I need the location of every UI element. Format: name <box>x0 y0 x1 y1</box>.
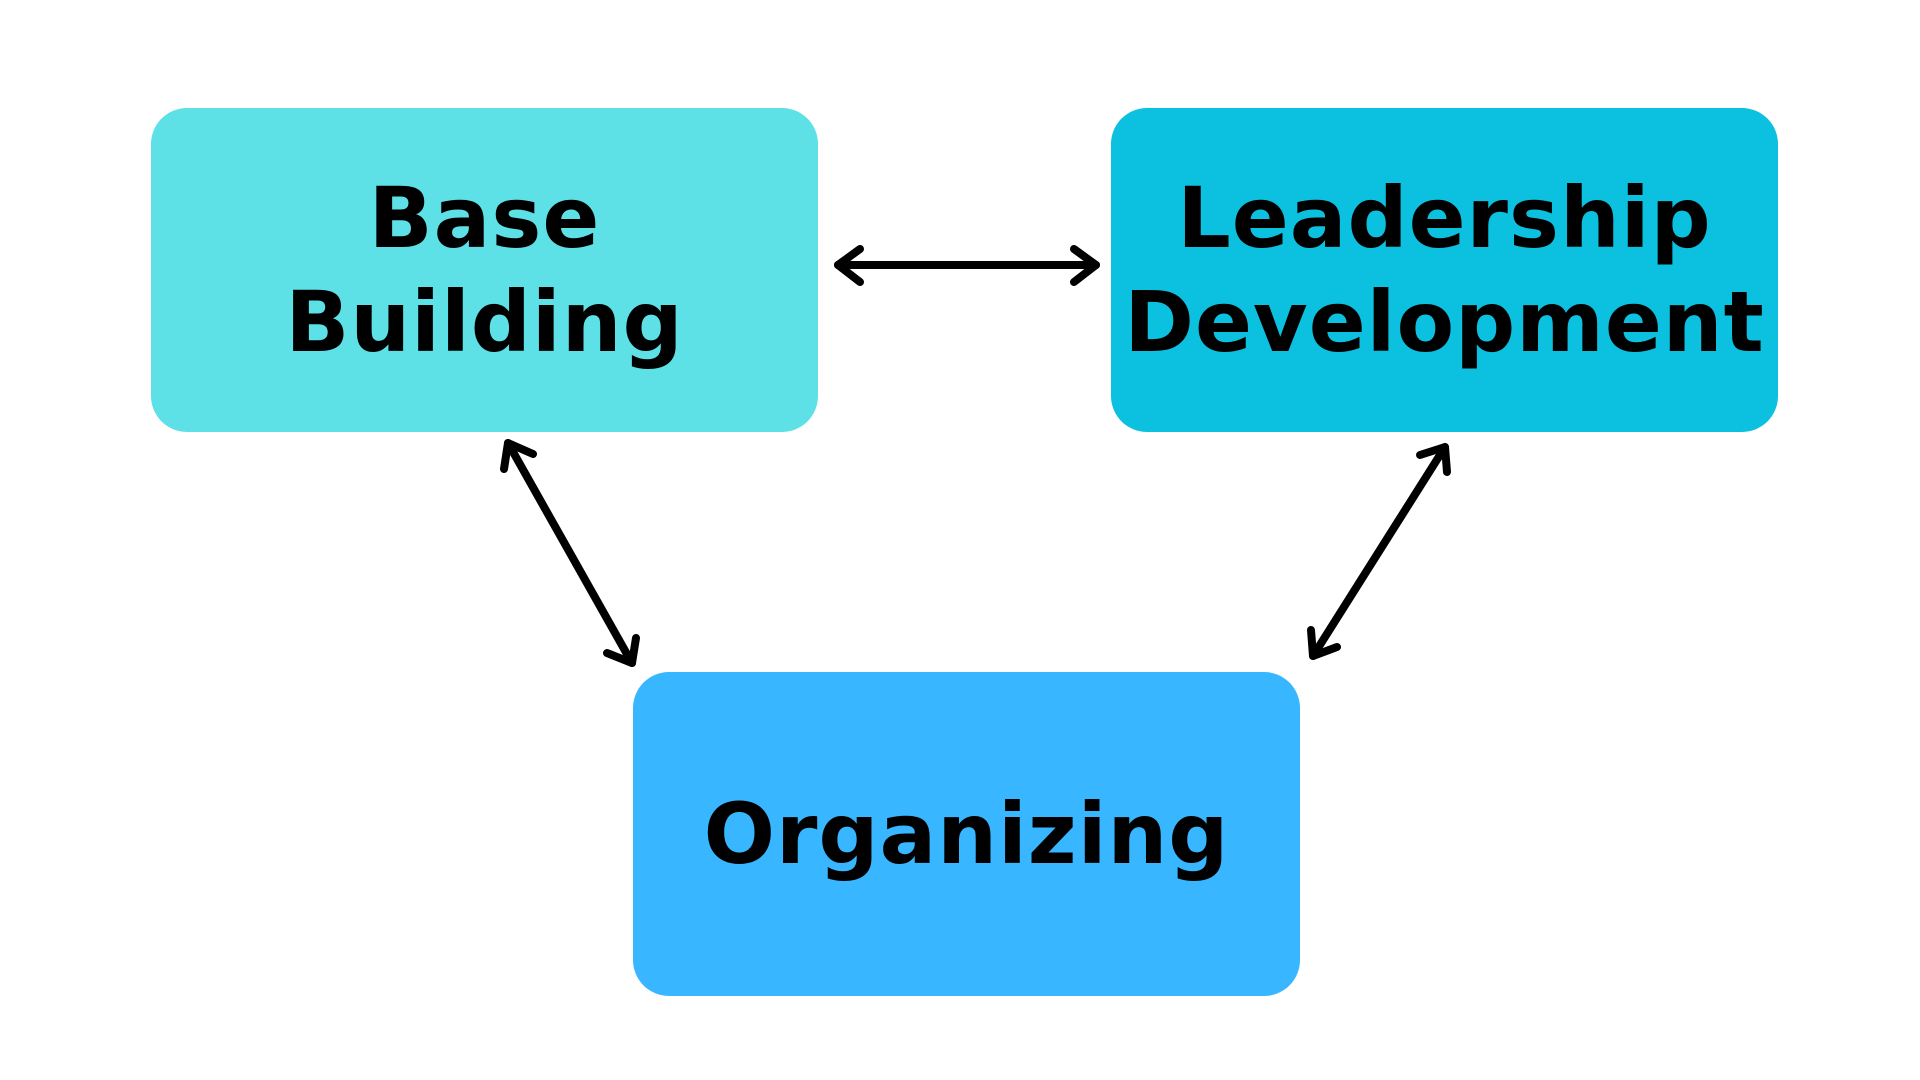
arrow-base-to-organizing <box>500 439 640 667</box>
node-base-building: Base Building <box>151 108 818 432</box>
node-organizing: Organizing <box>633 672 1300 996</box>
node-base-building-line-1: Base <box>368 169 601 267</box>
node-leadership-development-label: Leadership Development <box>1124 166 1765 374</box>
node-base-building-line-2: Building <box>285 273 684 371</box>
node-base-building-label: Base Building <box>285 166 683 374</box>
arrow-leadership-to-organizing <box>1307 443 1451 660</box>
node-organizing-line-1: Organizing <box>703 785 1230 883</box>
node-organizing-label: Organizing <box>704 782 1230 886</box>
node-leadership-development-line-1: Leadership <box>1177 169 1712 267</box>
arrow-base-to-leadership <box>834 245 1100 286</box>
node-leadership-development: Leadership Development <box>1111 108 1778 432</box>
node-leadership-development-line-2: Development <box>1124 273 1765 371</box>
